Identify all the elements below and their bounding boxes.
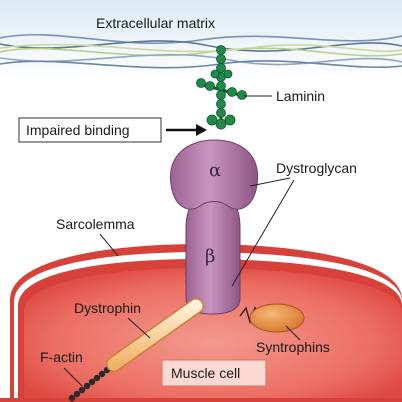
beta-symbol: β xyxy=(205,246,215,267)
laminin-label: Laminin xyxy=(276,88,325,104)
dystroglycan-leader-beta xyxy=(231,179,295,287)
alpha-dystroglycan xyxy=(170,139,258,210)
muscle-cell-label: Muscle cell xyxy=(171,365,240,381)
sarcolemma-leader xyxy=(99,233,119,257)
alpha-symbol: α xyxy=(209,160,221,181)
dystroglycan-leader-alpha xyxy=(249,177,291,187)
syntrophins-shape xyxy=(249,303,305,333)
muscle-cell-box xyxy=(161,359,267,387)
f-actin-leader xyxy=(63,367,83,387)
dystroglycan-label: Dystroglycan xyxy=(276,160,357,176)
syntrophins-leader xyxy=(285,325,301,341)
dystrophin-rod xyxy=(106,298,204,372)
syntrophins-label: Syntrophins xyxy=(256,339,330,355)
impaired-binding-box xyxy=(18,117,162,143)
sarcolemma-label: Sarcolemma xyxy=(56,216,135,232)
laminin-molecule xyxy=(196,45,247,130)
dystrophin-label: Dystrophin xyxy=(74,300,141,316)
impaired-binding-arrow xyxy=(166,124,207,136)
extracellular-matrix-label: Extracellular matrix xyxy=(96,15,215,31)
impaired-binding-label: Impaired binding xyxy=(26,122,130,138)
cell-bottom-edge xyxy=(0,398,402,402)
f-actin-chain xyxy=(68,362,116,402)
dystrophin-leader xyxy=(127,317,151,339)
matrix-fibers xyxy=(0,33,402,69)
f-actin-label: F-actin xyxy=(40,349,83,365)
